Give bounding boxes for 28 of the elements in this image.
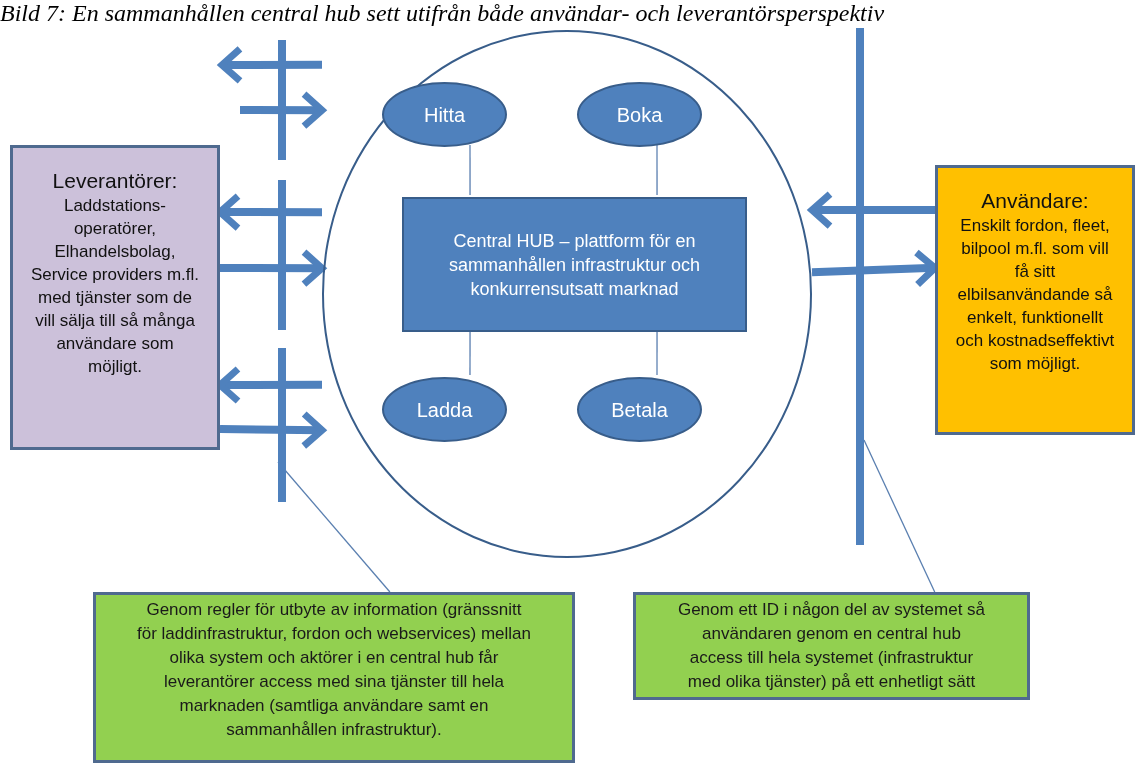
info-box — [10, 145, 220, 450]
hub-box — [402, 197, 747, 332]
vertical-bar — [278, 180, 286, 330]
connector-line — [469, 144, 471, 196]
heading-text: Leverantörer: — [52, 168, 178, 194]
node-label: Genom ett ID i någon del av systemet så användaren genom en central hub access till hela systemet (infrastruktur med olika tjänster) på ett enhetligt sätt — [676, 599, 987, 693]
node-label: Genom regler för utbyte av information (gränssnitt för laddinfrastruktur, fordon och webservices) mellan olika system och aktörer i en central hub får leverantörer access med sina tjänster till hela marknaden (samtliga användare samt en sammanhållen infrastruktur). — [136, 599, 532, 741]
hub-circle — [322, 30, 812, 558]
body-text: Laddstations- operatörer, Elhandelsbolag, Service providers m.fl. med tjänster som de vill sälja till så många användare som möjligt. — [29, 195, 201, 378]
vertical-bar — [856, 28, 864, 545]
connector-line — [656, 144, 658, 196]
body-text: Enskilt fordon, fleet, bilpool m.fl. som vill få sitt elbilsanvändande så enkelt, funktionellt och kostnadseffektivt som möjligt. — [954, 215, 1116, 375]
heading-text: Användare: — [981, 188, 1089, 214]
node-label: Central HUB – plattform för en sammanhållen infrastruktur och konkurrensutsatt marknad — [447, 229, 702, 301]
node-label: Betala — [611, 397, 668, 422]
note-box — [93, 592, 575, 763]
vertical-bar — [278, 348, 286, 502]
figure-title: Bild 7: En sammanhållen central hub sett utifrån både användar- och leverantörsperspektiv — [0, 0, 886, 26]
arrow — [808, 190, 935, 230]
vertical-bar — [278, 40, 286, 160]
arrow — [220, 248, 326, 288]
note-box — [633, 592, 1030, 700]
node-label: Boka — [616, 102, 663, 127]
leader-line — [863, 439, 936, 593]
node-label: Ladda — [416, 397, 473, 422]
arrow — [219, 410, 326, 450]
info-box — [935, 165, 1135, 435]
node-label: Hitta — [423, 102, 466, 127]
